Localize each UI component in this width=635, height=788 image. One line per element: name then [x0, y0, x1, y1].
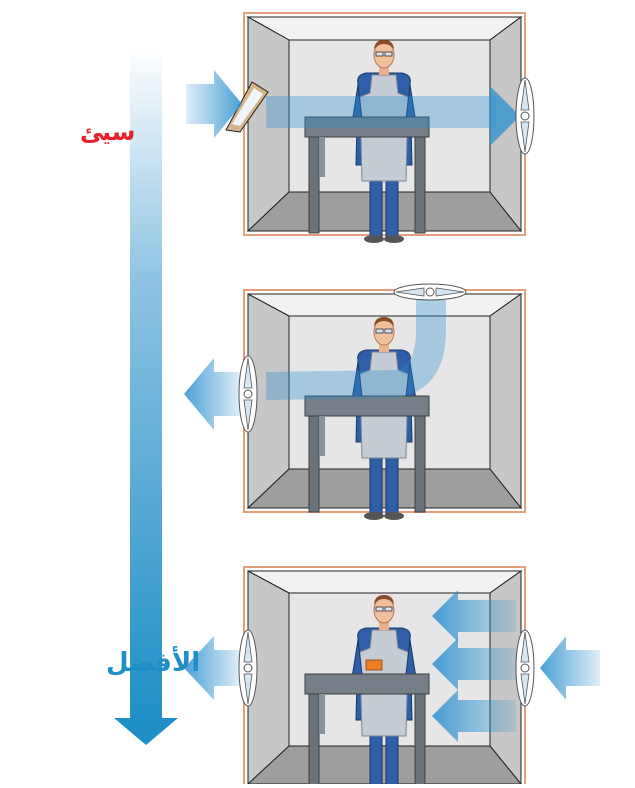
worst-to-best-arrow: [114, 45, 178, 745]
exhaust-fan-icon: [239, 356, 257, 432]
booth-panel-middle: [184, 284, 525, 520]
exhaust-fan-icon: [516, 78, 534, 154]
booth-panel-worst: [186, 13, 534, 243]
label-best: الأفضل: [106, 648, 200, 678]
booth-panel-best: [184, 567, 600, 784]
exhaust-fan-icon: [239, 630, 257, 706]
supply-fan-icon: [516, 630, 534, 706]
ceiling-fan-icon: [394, 284, 466, 300]
label-worst: سيئ: [80, 118, 135, 146]
